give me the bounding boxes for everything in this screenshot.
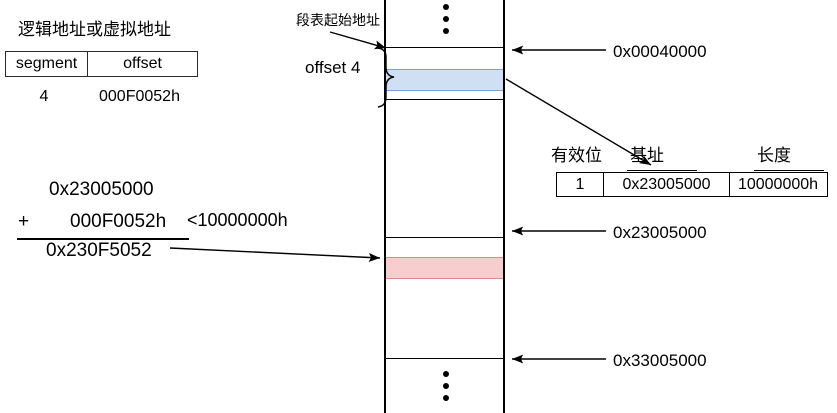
memory-address-label-mid: 0x23005000 (613, 223, 707, 242)
arrow-segment-table-start (329, 31, 387, 50)
descriptor-header-base-underline (627, 170, 697, 171)
segment-table-entry-band (386, 69, 503, 91)
arithmetic-base-address: 0x23005000 (49, 179, 154, 200)
logical-address-header-segment: segment (6, 52, 89, 76)
arithmetic-bounds-note: <10000000h (187, 210, 288, 230)
arrow-sum-to-target (169, 247, 381, 262)
arithmetic-offset-value: 000F0052h (70, 211, 167, 232)
descriptor-cell-base-address: 0x23005000 (604, 173, 730, 196)
arithmetic-sum-rule (17, 238, 189, 240)
memory-address-label-bottom: 0x33005000 (613, 351, 707, 370)
logical-address-value-segment: 4 (39, 88, 49, 105)
offset-brace-label: offset 4 (305, 58, 361, 77)
memory-ellipsis-bottom-icon (443, 371, 449, 401)
memory-address-label-top: 0x00040000 (613, 42, 707, 61)
segment-table-start-label: 段表起始地址 (296, 13, 380, 29)
arithmetic-plus-operator: + (18, 211, 30, 232)
memory-divider-0x00040000 (384, 47, 505, 48)
logical-address-title: 逻辑地址或虚拟地址 (18, 20, 171, 40)
logical-address-value-offset: 000F0052h (99, 88, 180, 105)
segment-descriptor-table: 1 0x23005000 10000000h (556, 172, 828, 197)
target-data-band (386, 257, 503, 279)
logical-address-table: segment offset (5, 51, 198, 77)
memory-divider-0x33005000 (384, 358, 505, 359)
logical-address-header-offset: offset (123, 55, 162, 72)
descriptor-header-base-address: 基址 (630, 146, 664, 166)
memory-divider-0x23005000 (384, 237, 505, 238)
descriptor-cell-length: 10000000h (737, 175, 819, 193)
memory-divider-below-entry (384, 99, 505, 100)
arithmetic-sum-result: 0x230F5052 (46, 240, 152, 261)
memory-ellipsis-top-icon (443, 4, 449, 34)
descriptor-header-length: 长度 (757, 146, 791, 166)
memory-column (384, 0, 505, 413)
descriptor-header-valid-bit: 有效位 (551, 146, 602, 166)
descriptor-cell-valid-bit: 1 (557, 173, 604, 196)
descriptor-header-length-underline (754, 170, 824, 171)
